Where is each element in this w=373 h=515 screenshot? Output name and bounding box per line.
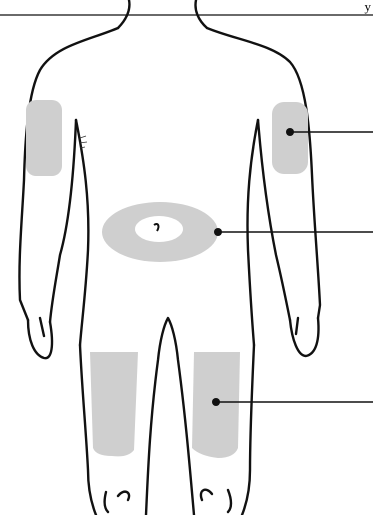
left-hand-thumb <box>40 318 44 336</box>
right-hand <box>290 318 319 356</box>
injection-site-thigh-left <box>90 352 138 456</box>
neck-right <box>195 0 207 28</box>
right-leg-outer <box>242 345 254 515</box>
leader-line-abdomen <box>214 228 373 236</box>
left-torso-side <box>76 120 88 345</box>
left-knee-mark <box>118 492 129 500</box>
right-hand-thumb <box>296 318 298 334</box>
left-knee-mark-outer <box>105 492 108 512</box>
injection-site-upper-arm-left <box>26 100 62 176</box>
right-knee-mark <box>201 490 212 500</box>
left-hand <box>28 320 52 358</box>
neck-left <box>118 0 129 28</box>
injection-site-upper-arm-right <box>272 102 308 174</box>
right-knee-mark-outer <box>228 490 231 512</box>
crotch-inner <box>146 318 194 515</box>
